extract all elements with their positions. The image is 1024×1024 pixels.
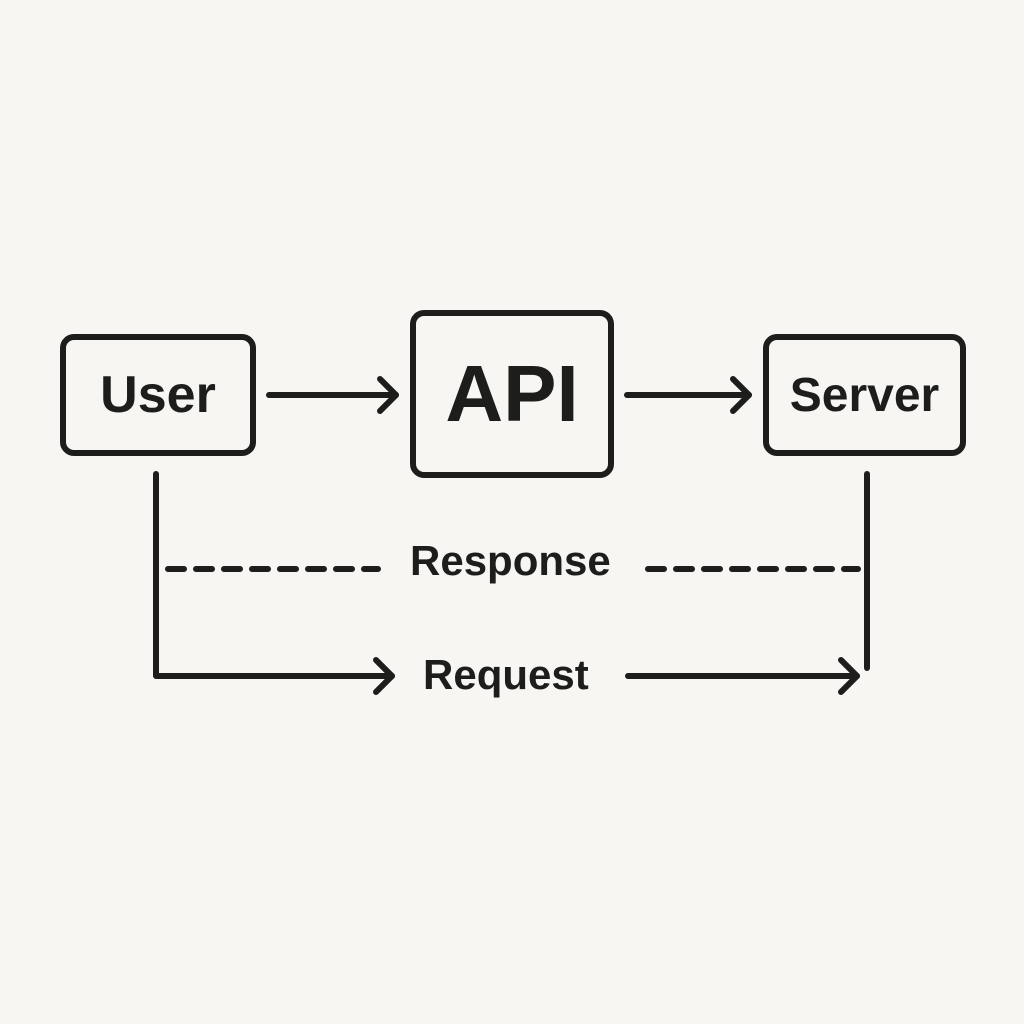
node-user: User — [60, 334, 256, 456]
node-api: API — [410, 310, 614, 478]
edge-response-label: Response — [410, 537, 611, 584]
edge-request-label: Request — [423, 651, 589, 698]
edge-request — [153, 471, 870, 695]
node-user-label: User — [100, 366, 216, 424]
edge-user-to-api — [266, 376, 399, 414]
node-server: Server — [763, 334, 966, 456]
node-server-label: Server — [789, 368, 940, 422]
node-api-label: API — [445, 349, 579, 438]
edge-api-to-server — [624, 376, 752, 414]
